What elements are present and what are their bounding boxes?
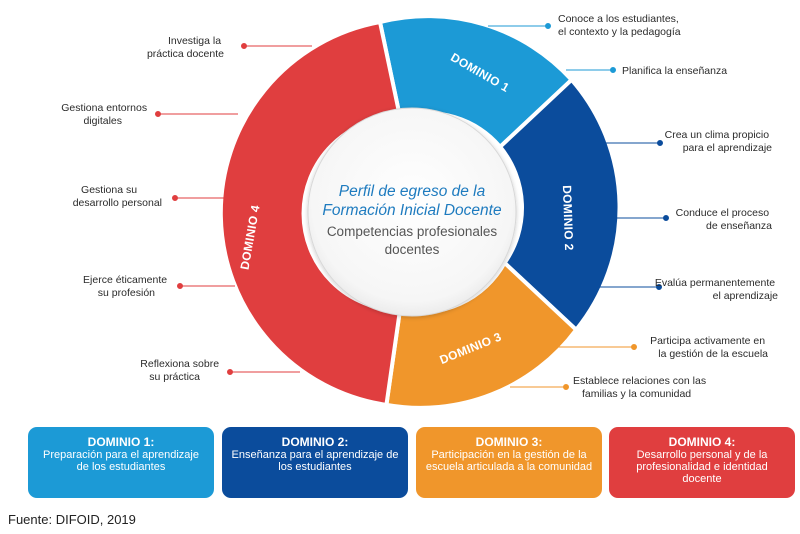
connectors-dominio-2 [592, 140, 669, 290]
domain-box-title: DOMINIO 4: [668, 435, 736, 449]
competencia-gestiona-entornos: Gestiona entornos digitales [61, 102, 150, 127]
domain-box-4: DOMINIO 4: Desarrollo personal y de la p… [609, 427, 795, 498]
domain-box-description: Desarrollo personal y de la profesionali… [636, 449, 768, 485]
domain-box-2: DOMINIO 2: Enseñanza para el aprendizaje… [222, 427, 408, 498]
domain-box-3: DOMINIO 3: Participación en la gestión d… [416, 427, 602, 498]
ring-label-dominio-2: DOMINIO 2 [560, 185, 576, 251]
domain-box-title: DOMINIO 1: [87, 435, 155, 449]
domain-box-1: DOMINIO 1: Preparación para el aprendiza… [28, 427, 214, 498]
connectors-dominio-3 [510, 344, 637, 390]
center-title-line-1: Perfil de egreso de la [339, 183, 486, 200]
competencia-conoce-estudiantes: Conoce a los estudiantes, el contexto y … [558, 13, 682, 38]
domain-box-description: Preparación para el aprendizaje de los e… [43, 449, 199, 473]
ring-segment-dominio-2 [497, 76, 622, 333]
center-title-line-2: Formación Inicial Docente [322, 202, 502, 219]
domain-box-description: Enseñanza para el aprendizaje de los est… [231, 449, 399, 473]
center-subtitle-line-1: Competencias profesionales [327, 224, 498, 239]
domains-diagram: Perfil de egreso de la Formación Inicial… [61, 13, 778, 410]
competencia-conduce-proceso: Conduce el proceso de enseñanza [676, 207, 772, 232]
connectors-dominio-4 [155, 43, 312, 375]
competencia-crea-clima: Crea un clima propicio para el aprendiza… [665, 129, 773, 154]
competencia-establece-relaciones: Establece relaciones con las familias y … [573, 375, 709, 400]
domain-box-title: DOMINIO 2: [281, 435, 349, 449]
competencia-evalua-aprendizaje: Evalúa permanentemente el aprendizaje [655, 277, 778, 302]
domain-box-title: DOMINIO 3: [475, 435, 543, 449]
source-caption: Fuente: DIFOID, 2019 [8, 512, 136, 527]
competencia-participa-gestion: Participa activamente en la gestión de l… [650, 335, 768, 360]
center-circle [307, 107, 517, 317]
competencia-ejerce-eticamente: Ejerce éticamente su profesión [83, 274, 170, 299]
ring-segment-dominio-4 [218, 19, 403, 408]
competencia-investiga-practica: Investiga la práctica docente [147, 35, 224, 60]
connectors-dominio-1 [488, 23, 616, 73]
domain-box-description: Participación en la gestión de la escuel… [425, 449, 593, 473]
competencia-planifica-ensenanza: Planifica la enseñanza [622, 65, 727, 77]
center-subtitle-line-2: docentes [385, 242, 440, 257]
competencia-gestiona-desarrollo: Gestiona su desarrollo personal [73, 184, 162, 209]
competencia-reflexiona-practica: Reflexiona sobre su práctica [140, 358, 222, 383]
